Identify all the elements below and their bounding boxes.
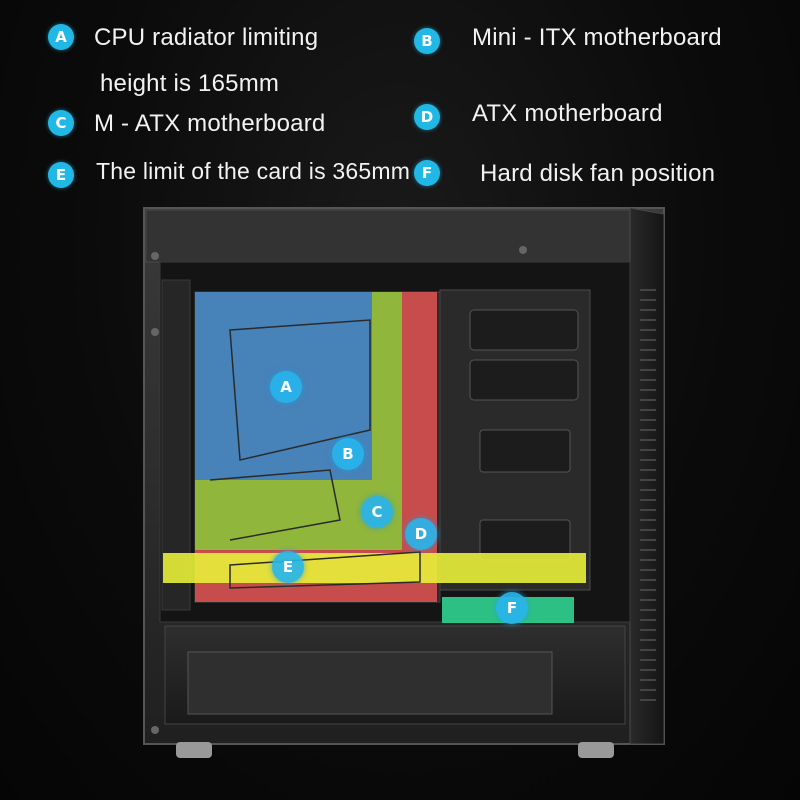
legend-label-b: Mini - ITX motherboard xyxy=(472,24,722,51)
case-front-panel xyxy=(629,207,665,745)
board-outline-lines xyxy=(209,319,421,589)
psu-vent xyxy=(187,651,553,715)
legend-label-e: The limit of the card is 365mm xyxy=(96,158,411,184)
legend-label-a-cont: height is 165mm xyxy=(100,70,280,97)
zone-graphics-card xyxy=(163,553,586,583)
legend-badge-c: C xyxy=(48,110,74,136)
marker-c: C xyxy=(361,496,393,528)
case-top-panel xyxy=(145,209,631,263)
legend-badge-a: A xyxy=(48,24,74,50)
legend-label-d: ATX motherboard xyxy=(472,100,663,127)
legend-badge-d: D xyxy=(414,104,440,130)
legend-badge-e: E xyxy=(48,162,74,188)
case-foot-left xyxy=(176,742,212,758)
marker-b: B xyxy=(332,438,364,470)
marker-e: E xyxy=(272,551,304,583)
drive-bays xyxy=(469,309,579,561)
legend-badge-f: F xyxy=(414,160,440,186)
front-vent-slots xyxy=(640,289,656,701)
legend-badge-b: B xyxy=(414,28,440,54)
marker-a: A xyxy=(270,371,302,403)
case-foot-right xyxy=(578,742,614,758)
case-screws xyxy=(151,246,527,734)
legend-label-c: M - ATX motherboard xyxy=(94,110,326,137)
marker-d: D xyxy=(405,518,437,550)
marker-f: F xyxy=(496,592,528,624)
legend-label-f: Hard disk fan position xyxy=(480,160,716,187)
legend-label-a: CPU radiator limiting xyxy=(94,24,319,51)
